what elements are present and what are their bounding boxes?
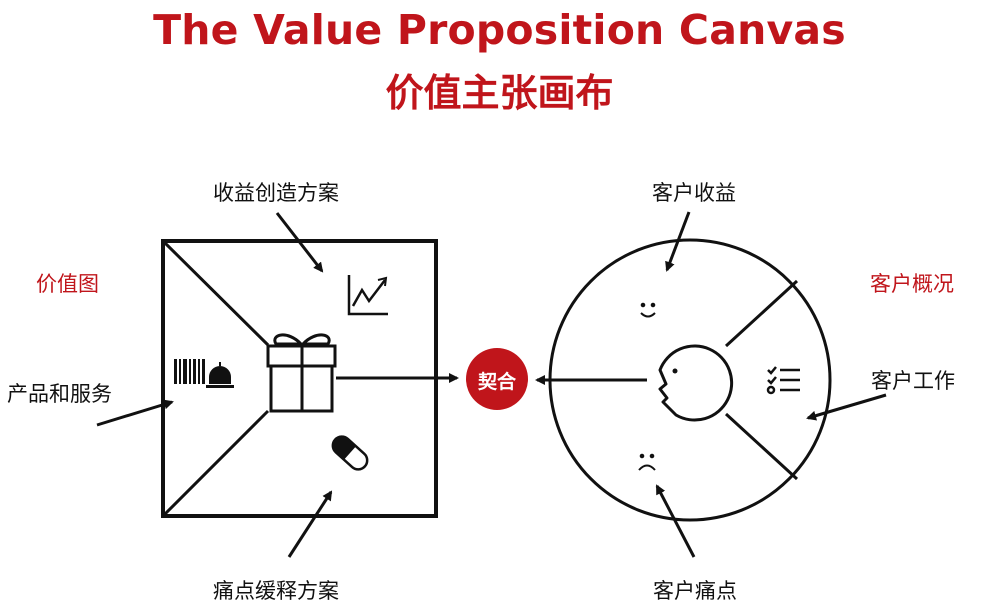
value-map-label: 价值图 — [36, 272, 99, 296]
barcode-bell-icon — [174, 359, 234, 388]
pain-relievers-label: 痛点缓释方案 — [213, 579, 339, 603]
gain-creators-arrow — [275, 212, 324, 273]
face-icon — [658, 344, 734, 422]
jobs-arrow — [806, 393, 887, 421]
gift-icon — [266, 333, 337, 413]
gain-creators-label: 收益创造方案 — [213, 181, 339, 205]
customer-profile-label: 客户概况 — [870, 272, 954, 296]
pain-relievers-arrow — [287, 490, 333, 558]
title-chinese: 价值主张画布 — [385, 71, 614, 115]
pill-icon — [331, 435, 369, 471]
title-english: The Value Proposition Canvas — [153, 6, 846, 54]
checklist-icon — [766, 366, 800, 395]
customer-pains-label: 客户痛点 — [653, 579, 737, 603]
fit-label: 契合 — [477, 371, 516, 393]
gains-arrow — [665, 211, 691, 272]
products-services-arrow — [96, 399, 174, 427]
products-services-label: 产品和服务 — [7, 382, 112, 406]
fit-circle — [466, 348, 528, 410]
frown-icon — [638, 453, 656, 471]
customer-jobs-label: 客户工作 — [871, 369, 955, 393]
chart-icon — [347, 275, 388, 316]
smile-icon — [640, 302, 656, 318]
customer-gains-label: 客户收益 — [652, 181, 736, 205]
pains-arrow — [655, 484, 696, 558]
arrows — [96, 211, 887, 558]
